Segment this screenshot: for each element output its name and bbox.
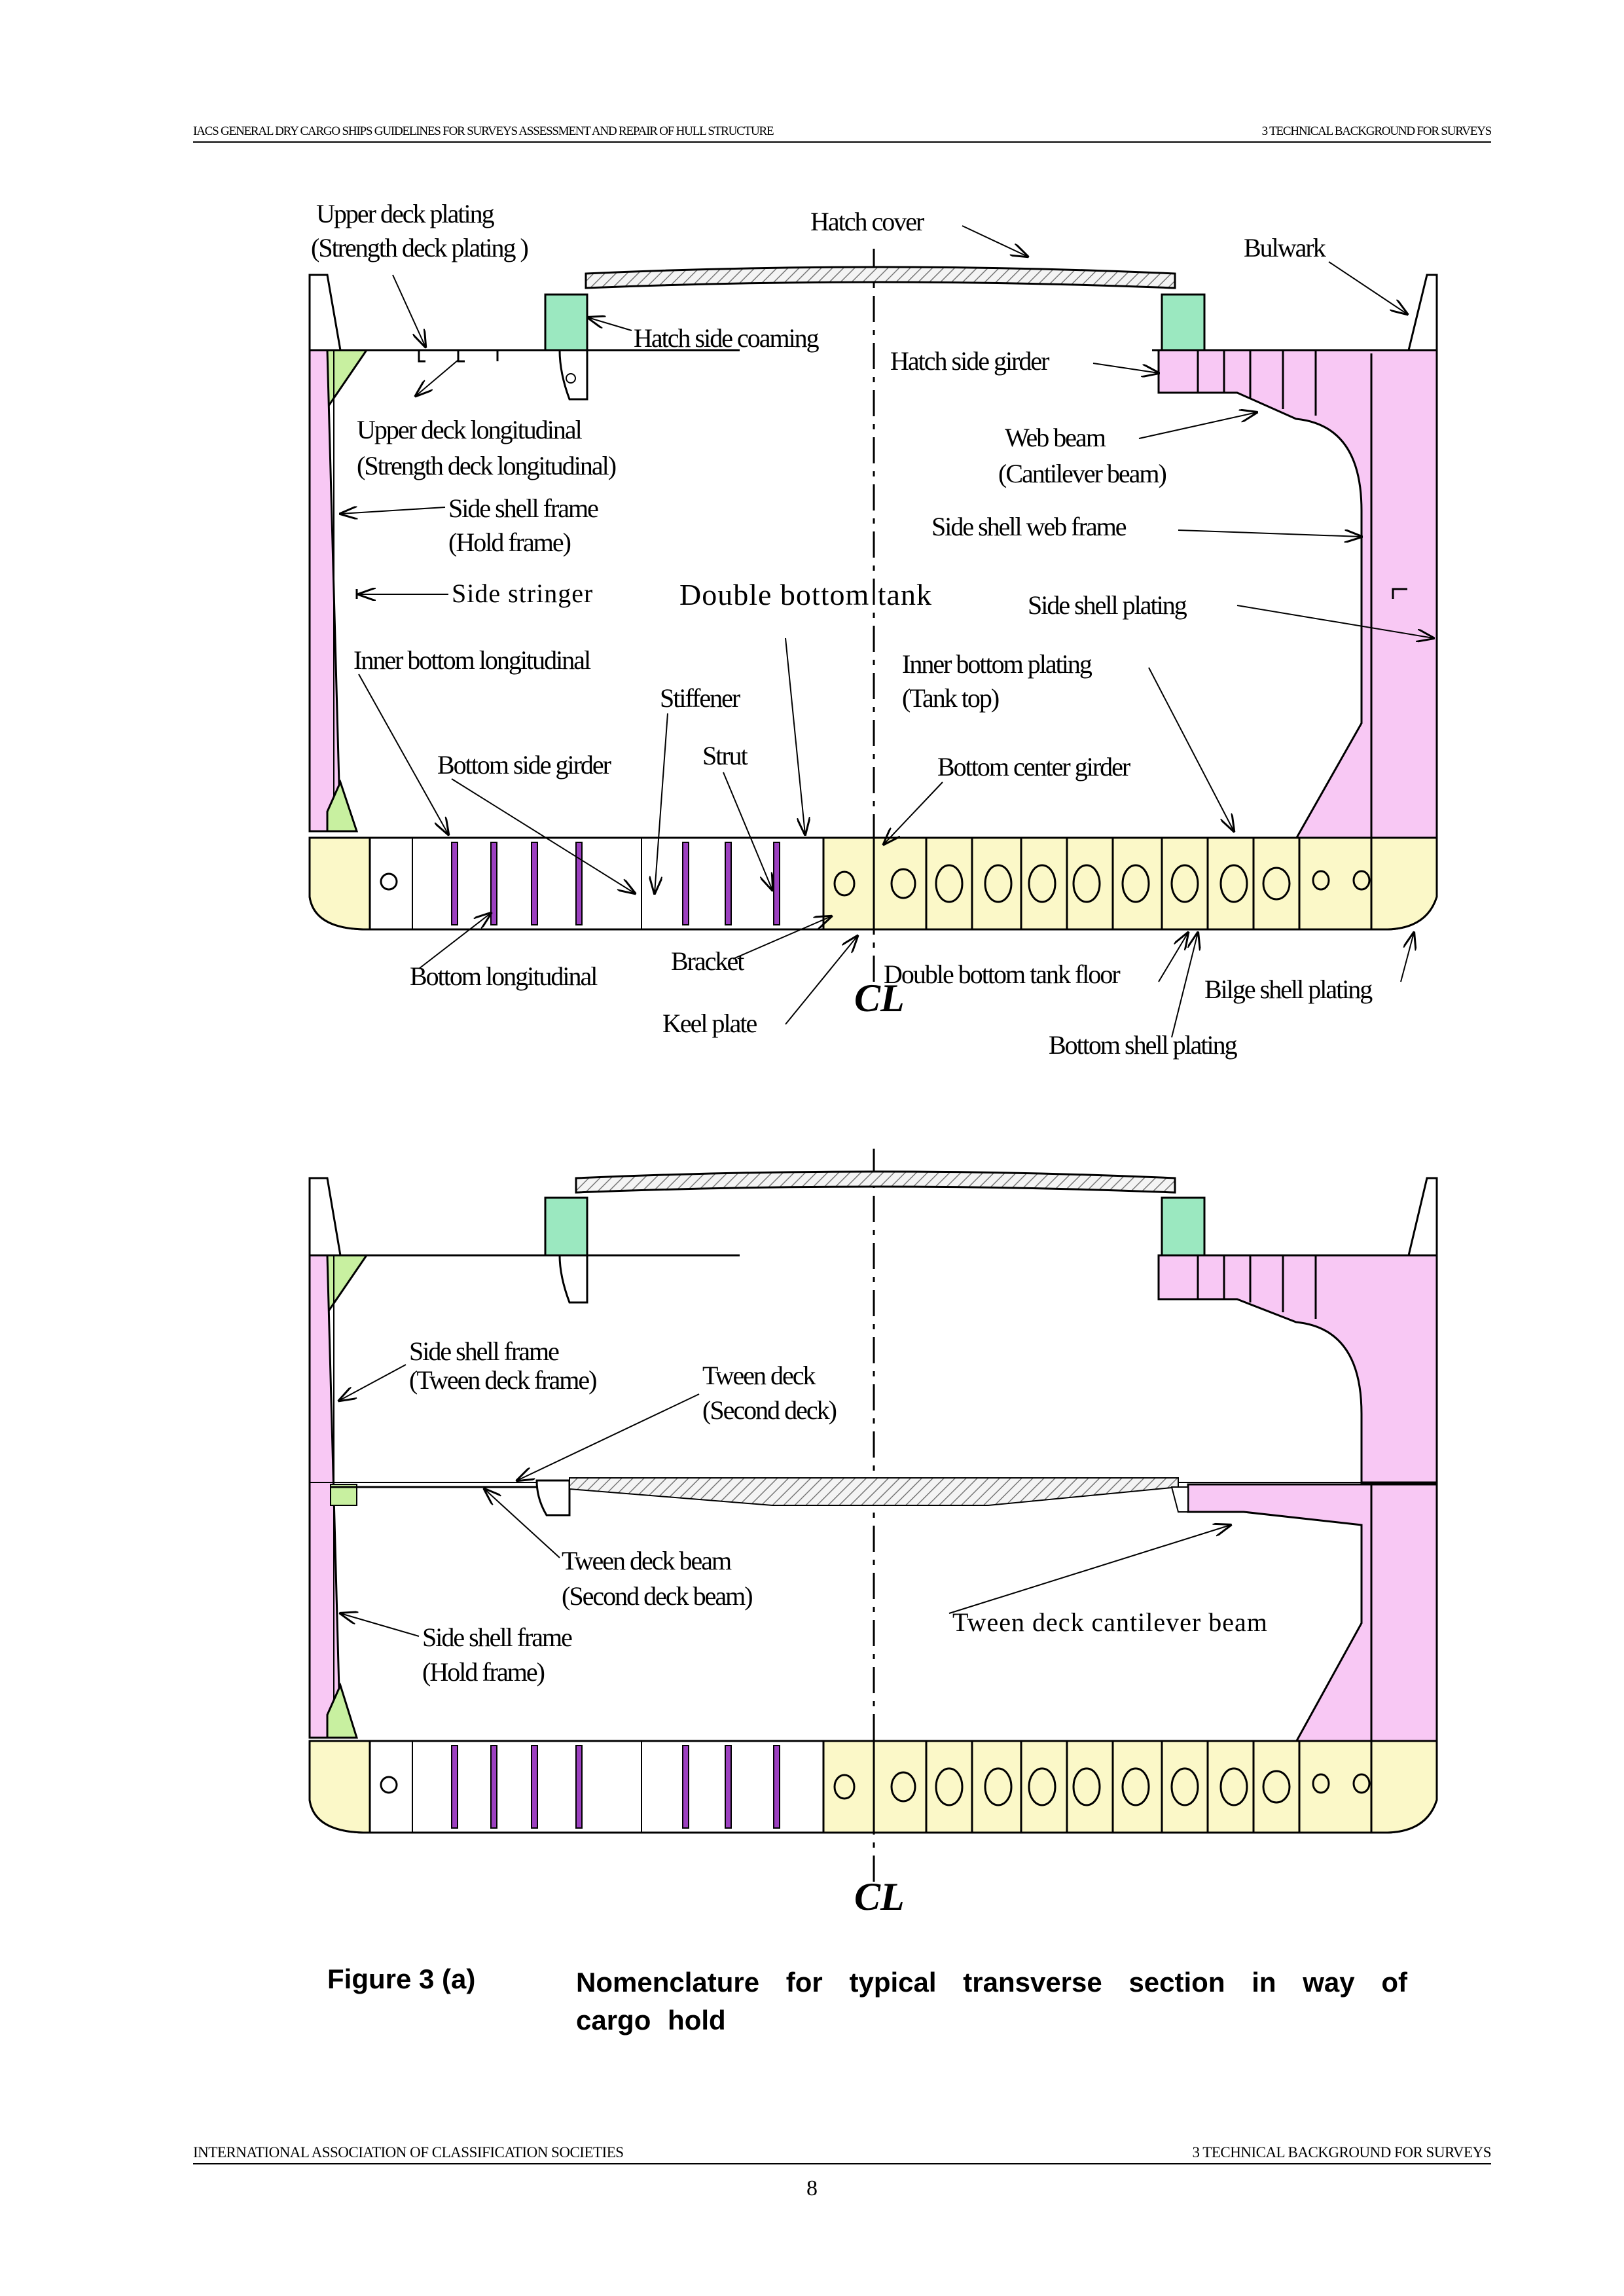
label-side-shell-frame-hold: Side shell frame (422, 1623, 572, 1652)
label-web-beam: Web beam (1005, 423, 1106, 452)
label-hatch-side-girder: Hatch side girder (890, 346, 1049, 376)
label-side-shell-web-frame: Side shell web frame (931, 512, 1127, 541)
centerline-symbol-bottom: CL (854, 1875, 905, 1918)
bottom-leader-arrows (339, 1364, 1231, 1637)
footer-right: 3 TECHNICAL BACKGROUND FOR SURVEYS (1192, 2144, 1491, 2161)
label-upper-deck-plating: Upper deck plating (316, 199, 495, 228)
running-header: IACS GENERAL DRY CARGO SHIPS GUIDELINES … (193, 122, 1492, 143)
label-side-shell-frame: Side shell frame (448, 493, 598, 523)
page-number: 8 (806, 2176, 818, 2200)
label-bottom-shell-plating: Bottom shell plating (1049, 1030, 1238, 1060)
label-side-stringer: Side stringer (452, 579, 593, 608)
label-upper-deck-longitudinal: Upper deck longitudinal (357, 415, 583, 444)
header-left: IACS GENERAL DRY CARGO SHIPS GUIDELINES … (193, 124, 774, 138)
centerline-symbol-top: CL (854, 977, 905, 1020)
bottom-section-drawing (308, 1149, 1438, 1885)
hatch-cover-top (585, 266, 1176, 289)
label-tween-deck-beam: Tween deck beam (562, 1546, 732, 1575)
label-bottom-side-girder: Bottom side girder (437, 750, 611, 780)
label-hatch-side-coaming: Hatch side coaming (634, 323, 820, 353)
label-keel-plate: Keel plate (662, 1009, 757, 1038)
footer-left: INTERNATIONAL ASSOCIATION OF CLASSIFICAT… (193, 2144, 624, 2161)
label-hold-frame-bottom: (Hold frame) (422, 1657, 545, 1687)
label-strength-deck-longitudinal: (Strength deck longitudinal) (357, 451, 616, 480)
hatch-cover-bottom (575, 1170, 1176, 1194)
label-hatch-cover: Hatch cover (810, 207, 924, 236)
bottom-figure-labels: Side shell frame (Tween deck frame) Twee… (409, 1336, 1268, 1918)
figure-caption: Nomenclature for typical transverse sect… (576, 1967, 1407, 2036)
running-footer: INTERNATIONAL ASSOCIATION OF CLASSIFICAT… (193, 2144, 1491, 2164)
label-bottom-longitudinal: Bottom longitudinal (410, 961, 598, 991)
label-cantilever-beam: (Cantilever beam) (998, 459, 1166, 488)
label-bottom-center-girder: Bottom center girder (937, 752, 1130, 781)
label-bracket: Bracket (671, 946, 744, 976)
top-leader-arrows (340, 225, 1434, 1038)
label-tank-top: (Tank top) (902, 683, 999, 713)
top-section-drawing (308, 249, 1438, 982)
label-strut: Strut (702, 741, 748, 770)
label-second-deck-beam: (Second deck beam) (562, 1581, 752, 1611)
label-side-shell-frame-tween: Side shell frame (409, 1336, 559, 1366)
label-tween-deck: Tween deck (702, 1361, 816, 1390)
label-double-bottom-tank: Double bottom tank (679, 578, 932, 611)
label-strength-deck-plating: (Strength deck plating ) (311, 233, 528, 262)
label-side-shell-plating: Side shell plating (1028, 590, 1187, 620)
figure-number: Figure 3 (a) (327, 1964, 476, 1994)
label-stiffener: Stiffener (660, 683, 740, 713)
label-inner-bottom-plating: Inner bottom plating (902, 649, 1092, 679)
header-right: 3 TECHNICAL BACKGROUND FOR SURVEYS (1261, 124, 1492, 138)
label-second-deck: (Second deck) (702, 1395, 837, 1425)
top-figure-labels: Upper deck plating (Strength deck platin… (311, 199, 1374, 1060)
label-tween-deck-frame: (Tween deck frame) (409, 1365, 596, 1395)
label-hold-frame: (Hold frame) (448, 528, 571, 557)
label-bulwark: Bulwark (1244, 233, 1326, 262)
label-double-bottom-tank-floor: Double bottom tank floor (884, 960, 1120, 989)
label-tween-deck-cantilever-beam: Tween deck cantilever beam (952, 1607, 1268, 1637)
label-bilge-shell-plating: Bilge shell plating (1204, 975, 1373, 1004)
label-inner-bottom-longitudinal: Inner bottom longitudinal (353, 645, 591, 675)
